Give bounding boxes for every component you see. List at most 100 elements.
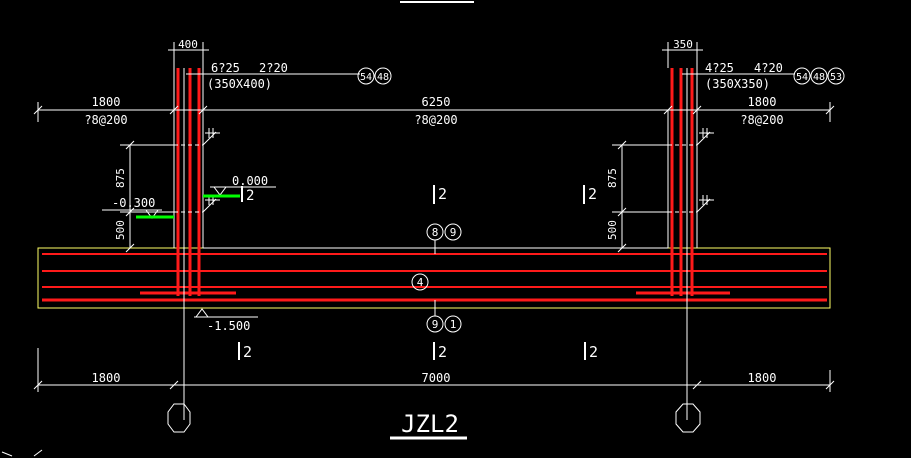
- beam-bottom-bubble-1-label: 9: [432, 318, 439, 331]
- right-vdim-tick-3: [617, 243, 627, 253]
- top-left-rebar: ?8@200: [84, 113, 127, 127]
- right-column-callout: 4?25 4?20 (350X350) 54 48 53: [682, 61, 845, 91]
- right-upper-height: 875: [606, 168, 619, 188]
- top-dim-tick-2: [169, 105, 179, 115]
- right-vdim-tick-2: [617, 207, 627, 217]
- beam-bottom-bubble-2: [444, 315, 462, 333]
- top-dim-tick-3: [198, 105, 208, 115]
- right-bubble-1: [793, 67, 811, 85]
- bottom-dimension-row: 1800 7000 1800: [33, 348, 835, 392]
- bottom-dim-tick-2: [169, 380, 179, 390]
- beam-middle-bubble: 4: [411, 273, 429, 291]
- left-upper-height: 875: [114, 168, 127, 188]
- beam-middle-bubble-1-label: 4: [417, 276, 424, 289]
- beam-bottom-bubble-1: [426, 315, 444, 333]
- beam-top-bubble-1: [426, 223, 444, 241]
- right-width-dimension: 350: [662, 38, 703, 68]
- right-bubble-2-label: 48: [813, 72, 825, 83]
- right-axis-bubble: [675, 403, 701, 433]
- top-right-rebar: ?8@200: [740, 113, 783, 127]
- beam-top-bubble-2: [444, 223, 462, 241]
- left-bubble-1: [357, 67, 375, 85]
- top-mid-rebar: ?8@200: [414, 113, 457, 127]
- section-mark-lower-right: 2: [584, 342, 598, 361]
- right-column-extra-rebar: 4?20: [754, 61, 783, 75]
- bottom-dim-tick-1: [33, 380, 43, 390]
- top-right-span: 1800: [748, 95, 777, 109]
- beam-top-bubble-1-label: 8: [432, 226, 439, 239]
- left-axis-bubble: [167, 403, 191, 433]
- right-column-section: (350X350): [705, 77, 770, 91]
- right-column: [636, 68, 730, 420]
- left-stirrup-leader-2: [202, 198, 217, 213]
- left-bubble-1-label: 54: [360, 72, 372, 83]
- left-column-section: (350X400): [207, 77, 272, 91]
- top-dimension-row: 1800 ?8@200 6250 ?8@200 1800 ?8@200: [33, 95, 835, 127]
- section-mark-ll-label: 2: [243, 343, 252, 361]
- level-minus-1500-triangle: [195, 308, 209, 318]
- bottom-right-span: 1800: [748, 371, 777, 385]
- bottom-left-span: 1800: [92, 371, 121, 385]
- section-mark-ul-label: 2: [246, 188, 254, 204]
- level-zero-triangle: [213, 186, 227, 196]
- left-lower-height: 500: [114, 220, 127, 240]
- left-bubble-2-label: 48: [377, 72, 389, 83]
- drawing-title: JZL2: [390, 410, 467, 440]
- left-width-dimension: 400: [168, 38, 209, 68]
- right-bubble-3: [827, 67, 845, 85]
- ucs-marker: [1, 451, 13, 457]
- right-bubble-3-label: 53: [830, 72, 842, 83]
- right-bubble-2: [810, 67, 828, 85]
- beam-bottom-bubble-2-label: 1: [450, 318, 457, 331]
- drawing-title-label: JZL2: [401, 410, 459, 438]
- left-bubble-2: [374, 67, 392, 85]
- right-vdim-tick-1: [617, 140, 627, 150]
- section-mark-um-label: 2: [438, 185, 447, 203]
- level-minus-1500: -1.500: [194, 308, 258, 333]
- left-vdim-tick-2: [125, 207, 135, 217]
- bottom-dim-tick-4: [825, 380, 835, 390]
- ucs-marker-2: [33, 449, 43, 457]
- level-minus-300-label: -0.300: [112, 196, 155, 210]
- right-bubble-1-label: 54: [796, 72, 808, 83]
- section-mark-ur-label: 2: [588, 185, 597, 203]
- beam-middle-bubble-1: [411, 273, 429, 291]
- left-vdim-tick-1: [125, 140, 135, 150]
- section-mark-lr-label: 2: [589, 343, 598, 361]
- level-minus-300-triangle: [145, 209, 159, 219]
- section-mark-upper-mid: 2: [433, 185, 447, 204]
- top-dim-tick-6: [825, 105, 835, 115]
- left-column-extra-rebar: 2?20: [259, 61, 288, 75]
- top-dim-tick-4: [663, 105, 673, 115]
- beam-top-bubble-2-label: 9: [450, 226, 457, 239]
- section-mark-lm-label: 2: [438, 343, 447, 361]
- left-column-width-label: 400: [178, 38, 198, 51]
- level-minus-300: -0.300: [102, 196, 174, 219]
- beam-top-bubbles: 8 9: [426, 223, 462, 254]
- left-column-callout: 6?25 2?20 (350X400) 54 48: [186, 61, 392, 91]
- level-zero-label: 0.000: [232, 174, 268, 188]
- left-stirrup-leader-1: [202, 131, 217, 146]
- bottom-middle-span: 7000: [422, 371, 451, 385]
- left-vdim-tick-3: [125, 243, 135, 253]
- right-stirrup-leader-2: [696, 198, 711, 213]
- left-vertical-dimension: 875 500: [114, 140, 174, 253]
- beam-bottom-bubbles: 9 1: [426, 300, 462, 333]
- section-mark-lower-mid: 2: [433, 342, 447, 361]
- section-mark-lower-left: 2: [238, 342, 252, 361]
- right-column-width-label: 350: [673, 38, 693, 51]
- top-left-span: 1800: [92, 95, 121, 109]
- top-mid-span: 6250: [422, 95, 451, 109]
- section-mark-upper-left: 2: [241, 186, 254, 204]
- top-dim-tick-1: [33, 105, 43, 115]
- right-column-main-rebar: 4?25: [705, 61, 734, 75]
- left-column-main-rebar: 6?25: [211, 61, 240, 75]
- bottom-dim-tick-3: [692, 380, 702, 390]
- right-lower-height: 500: [606, 220, 619, 240]
- top-dim-tick-5: [692, 105, 702, 115]
- right-vertical-dimension: 875 500: [606, 140, 668, 253]
- section-mark-upper-right: 2: [583, 185, 597, 204]
- right-stirrup-leader-1: [696, 131, 711, 146]
